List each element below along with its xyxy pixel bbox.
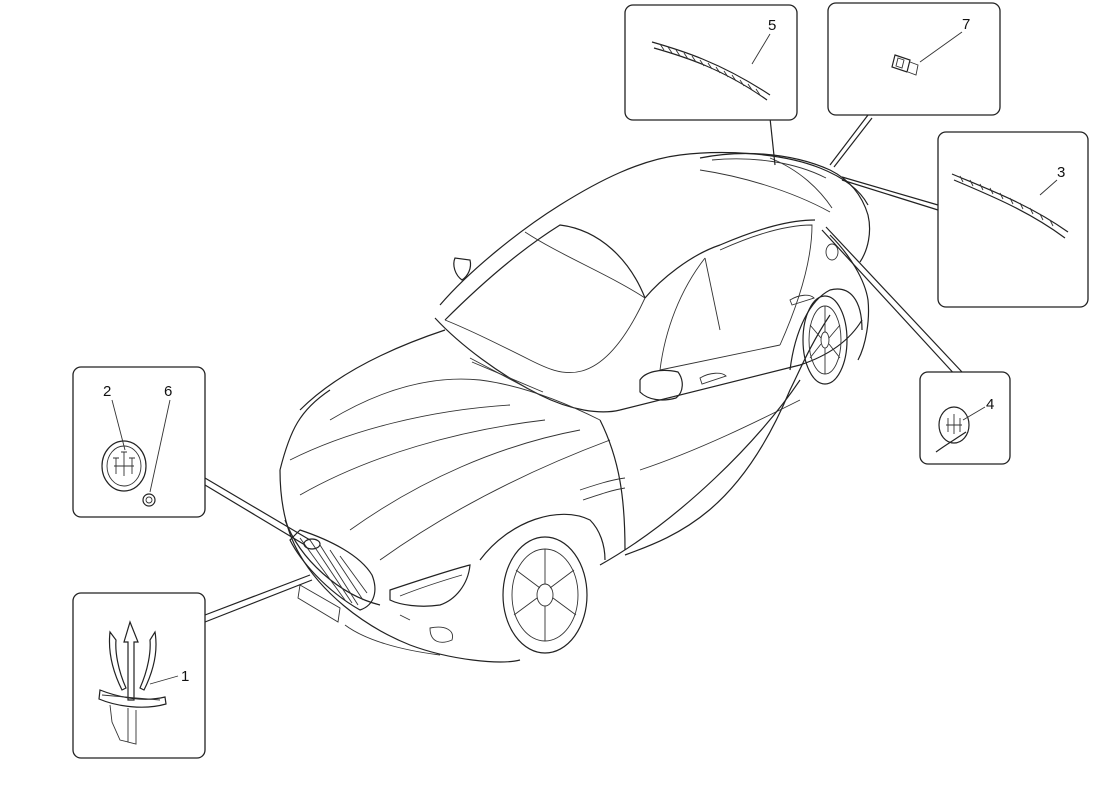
callout-number-3: 3 — [1057, 164, 1065, 181]
front-wheel — [502, 536, 588, 654]
callout-number-7: 7 — [962, 16, 970, 33]
quattroporte-script-icon — [651, 41, 771, 101]
leader-lines — [204, 114, 963, 623]
q4-badge-icon — [891, 54, 919, 76]
c-pillar-emblem-icon — [935, 406, 970, 453]
callout-box-3[interactable]: 3 — [937, 131, 1089, 308]
callout-number-5: 5 — [768, 17, 776, 34]
car-illustration — [279, 151, 871, 663]
maserati-script-icon — [951, 173, 1069, 239]
callout-box-1[interactable]: 1 — [72, 592, 206, 759]
callout-box-5[interactable]: 5 — [624, 4, 798, 121]
callout-number-6: 6 — [164, 383, 172, 400]
rear-wheel — [802, 295, 848, 385]
callout-box-4[interactable]: 4 — [919, 371, 1011, 465]
callout-number-4: 4 — [986, 396, 994, 413]
badge-clip-icon — [142, 493, 156, 507]
callout-number-2: 2 — [103, 383, 111, 400]
callout-box-2-6[interactable]: 2 6 — [72, 366, 206, 518]
callout-number-1: 1 — [181, 668, 189, 685]
callout-box-7[interactable]: 7 — [827, 2, 1001, 116]
trident-emblem-icon — [98, 620, 167, 745]
